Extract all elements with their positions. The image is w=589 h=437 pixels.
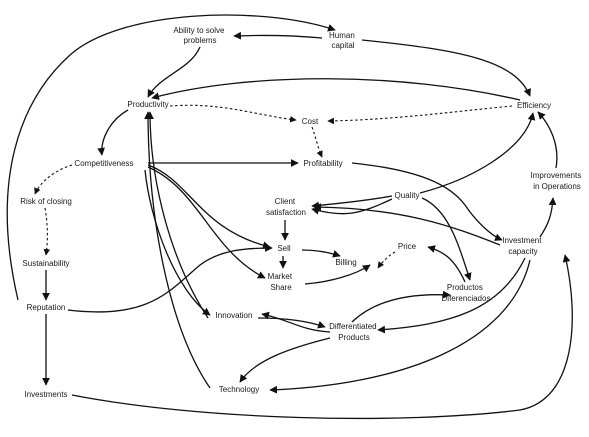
node-competitiveness: Competitiveness [74, 159, 133, 168]
edge-profitability-to-investment-capacity [351, 162, 503, 241]
node-billing: Billing [335, 258, 356, 267]
node-human-capital: Human capital [329, 31, 357, 50]
edge-human-capital-to-ability [233, 31, 323, 40]
edge-quality-to-productos [421, 197, 472, 281]
edge-competitiveness-to-risk [34, 164, 73, 195]
edge-innovation-to-productivity [146, 111, 209, 319]
edge-differentiated-to-technology [239, 337, 331, 383]
node-client-satisfaction: Client satisfaction [266, 197, 306, 217]
edge-competitiveness-to-sell [147, 164, 271, 250]
edge-price-to-billing [377, 251, 396, 269]
edge-reputation-to-human-capital [6, 14, 336, 301]
node-innovation: Innovation [216, 311, 253, 320]
node-market-share: Market Share [268, 272, 295, 292]
node-profitability: Profitability [303, 159, 342, 168]
edge-productivity-to-cost [169, 104, 297, 123]
edge-efficiency-to-cost [327, 105, 513, 125]
edge-human-capital-to-efficiency [361, 39, 531, 97]
node-price: Price [398, 242, 417, 251]
edge-quality-to-efficiency [419, 112, 536, 194]
edge-cost-to-profitability [311, 126, 323, 158]
node-cost: Cost [302, 117, 319, 126]
node-quality: Quality [395, 191, 420, 200]
node-differentiated-products: Differentiated Products [329, 322, 379, 342]
edge-investment-capacity-to-client [313, 203, 501, 246]
node-investment-capacity: Investment capacity [502, 236, 543, 256]
edge-differentiated-to-innovation [261, 311, 331, 333]
node-efficiency: Efficiency [517, 101, 551, 110]
node-investments: Investments [24, 390, 67, 399]
edge-productivity-to-competitiveness [97, 109, 129, 156]
edge-market-share-to-billing [304, 264, 371, 285]
edge-risk-to-sustainability [43, 207, 51, 256]
edge-differentiated-to-productos [351, 290, 451, 323]
edge-sell-to-billing [301, 249, 341, 258]
node-improvements-in-operations: Improvements in Operations [531, 171, 584, 191]
node-ability-to-solve-problems: Ability to solve problems [173, 26, 226, 45]
node-productos-diferenciados: Productos Diferenciados [442, 283, 491, 303]
edge-investments-to-investment-capacity [71, 254, 573, 420]
edge-competitiveness-to-market-share [147, 166, 266, 279]
edge-improvements-to-efficiency [537, 111, 558, 169]
edge-reputation-to-sell [67, 244, 273, 313]
node-sell: Sell [277, 244, 291, 253]
edges [6, 14, 573, 420]
edge-investment-capacity-to-differentiated [377, 257, 526, 334]
edge-competitiveness-to-innovation [144, 169, 211, 316]
edge-quality-to-client-b [311, 198, 393, 215]
node-reputation: Reputation [27, 303, 66, 312]
node-productivity: Productivity [127, 100, 168, 109]
edge-ability-to-productivity [147, 46, 201, 98]
edge-investment-capacity-to-improvements [539, 197, 557, 238]
nodes: Ability to solve problems Human capital … [20, 26, 584, 399]
node-sustainability: Sustainability [22, 259, 69, 268]
node-technology: Technology [219, 385, 259, 394]
node-risk-of-closing: Risk of closing [20, 197, 72, 206]
edge-efficiency-to-productivity [151, 78, 521, 101]
edge-investment-capacity-to-technology [269, 259, 531, 394]
edge-productos-to-price [427, 245, 466, 283]
edge-technology-to-productivity [144, 111, 211, 389]
